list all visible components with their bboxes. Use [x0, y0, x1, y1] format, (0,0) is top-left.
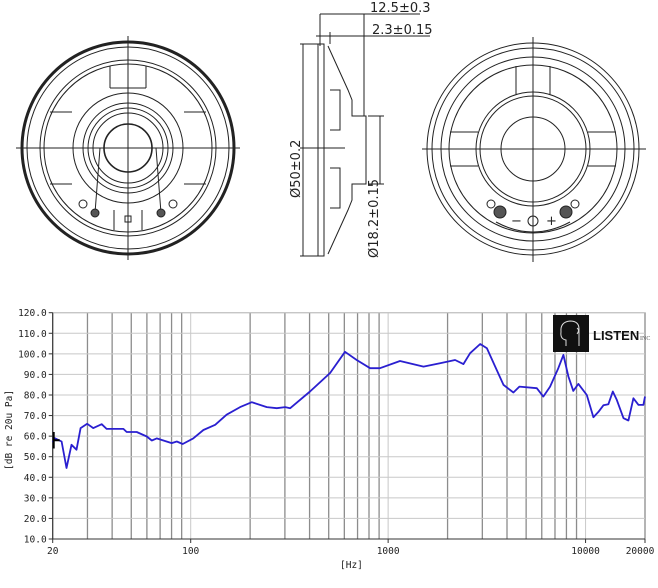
start-marker: [52, 432, 60, 449]
y-tick-label: 80.0: [24, 390, 47, 401]
dim-frame-label: 2.3±0.15: [372, 23, 433, 38]
y-tick-label: 30.0: [24, 493, 47, 504]
head-icon: [560, 320, 580, 346]
logo-suffix: INC: [640, 336, 650, 342]
x-tick-label: 20: [47, 546, 59, 557]
terminal-plus-label: +: [546, 214, 557, 229]
y-axis-label: [dB re 20u Pa]: [4, 390, 15, 470]
y-tick-label: 70.0: [24, 411, 47, 422]
frequency-response-chart: 120.0 110.0 100.0 90.0 80.0 70.0 60.0 50.0 40.0 3…: [18, 308, 654, 557]
dim-diameter-label: Ø50±0.2: [289, 140, 304, 198]
x-tick-label: 20000: [626, 546, 655, 557]
x-axis-label: [Hz]: [340, 560, 363, 571]
y-tick-label: 10.0: [24, 535, 47, 546]
y-tick-label: 20.0: [24, 514, 47, 525]
back-view: [422, 37, 646, 262]
logo-text: LISTEN: [593, 328, 639, 343]
terminal-minus-label: −: [511, 214, 522, 229]
response-curve: [51, 343, 646, 469]
y-tick-label: 110.0: [18, 329, 47, 340]
y-tick-label: 100.0: [18, 349, 47, 360]
y-tick-label: 90.0: [24, 370, 47, 381]
front-view: [16, 36, 240, 260]
y-tick-label: 60.0: [24, 432, 47, 443]
y-tick-label: 40.0: [24, 473, 47, 484]
x-tick-label: 1000: [377, 546, 400, 557]
x-tick-label: 10000: [571, 546, 600, 557]
dim-depth-label: 12.5±0.3: [370, 1, 431, 16]
y-tick-label: 50.0: [24, 452, 47, 463]
x-tick-label: 100: [182, 546, 199, 557]
y-tick-label: 120.0: [18, 308, 47, 319]
dim-magnet-label: Ø18.2±0.15: [367, 179, 382, 258]
listen-logo: LISTEN INC: [553, 315, 650, 352]
side-view: [300, 13, 430, 257]
